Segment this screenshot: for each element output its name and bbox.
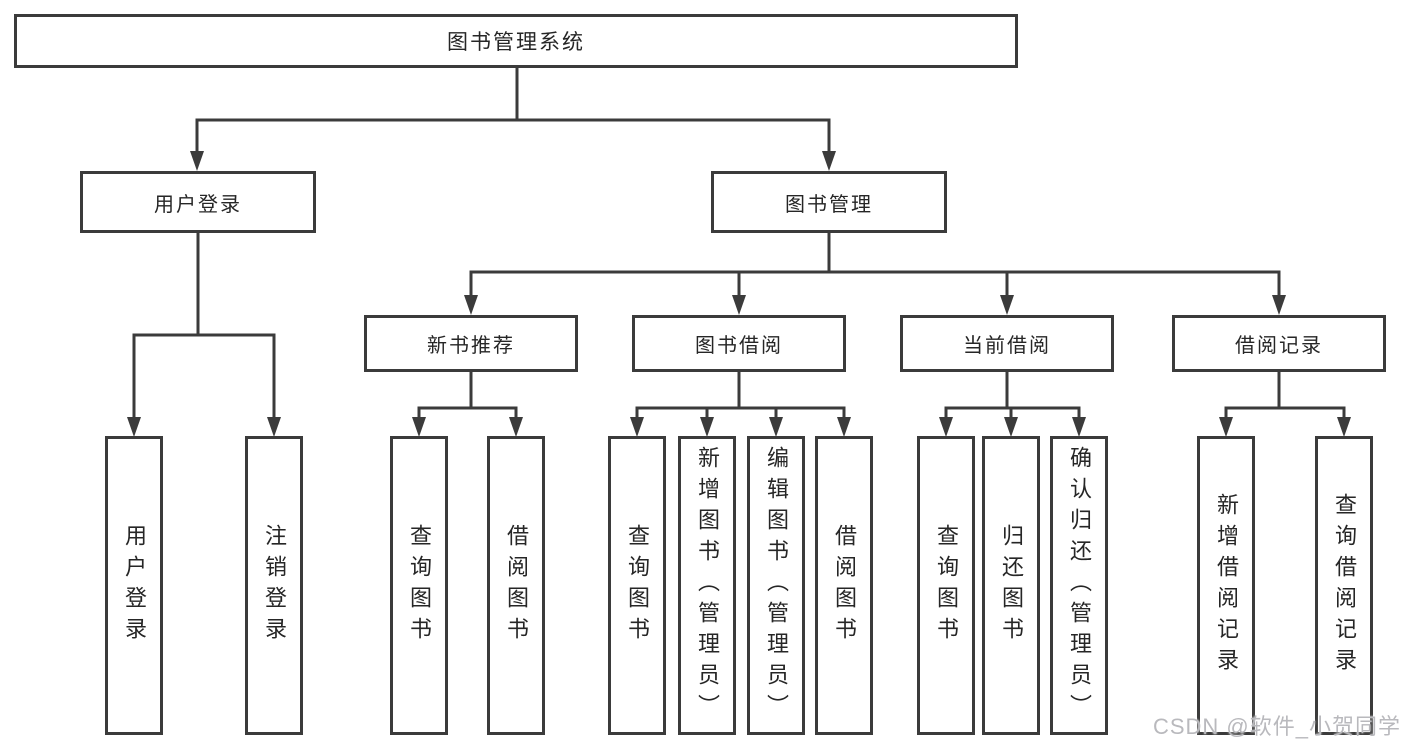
node-current-borrowing: 当前借阅 — [900, 315, 1114, 372]
node-book-borrowing-label: 图书借阅 — [695, 335, 783, 357]
leaf-add-books-admin-label: 新增图书（管理员） — [695, 446, 720, 725]
node-user-login-group-label: 用户登录 — [154, 193, 242, 216]
leaf-current-query-books-label: 查询图书 — [934, 523, 959, 648]
leaf-add-borrow-record-label: 新增借阅记录 — [1214, 492, 1239, 679]
leaf-confirm-return-admin-label: 确认归还（管理员） — [1067, 446, 1092, 725]
node-library-system: 图书管理系统 — [14, 14, 1018, 68]
node-library-system-label: 图书管理系统 — [447, 31, 585, 54]
leaf-borrow-books-label: 借阅图书 — [832, 523, 857, 648]
leaf-add-books-admin: 新增图书（管理员） — [678, 436, 736, 735]
leaf-confirm-return-admin: 确认归还（管理员） — [1050, 436, 1108, 735]
csdn-watermark: CSDN @软件_小贺同学 — [1152, 714, 1401, 739]
leaf-add-borrow-record: 新增借阅记录 — [1197, 436, 1255, 735]
leaf-recommend-borrow-books-label: 借阅图书 — [504, 523, 529, 648]
leaf-return-books: 归还图书 — [982, 436, 1040, 735]
leaf-edit-books-admin: 编辑图书（管理员） — [747, 436, 805, 735]
leaf-edit-books-admin-label: 编辑图书（管理员） — [764, 446, 789, 725]
node-user-login-group: 用户登录 — [80, 171, 316, 233]
node-new-book-recommend-label: 新书推荐 — [427, 335, 515, 357]
leaf-current-query-books: 查询图书 — [917, 436, 975, 735]
node-current-borrowing-label: 当前借阅 — [963, 335, 1051, 357]
leaf-user-login: 用户登录 — [105, 436, 163, 735]
node-book-management: 图书管理 — [711, 171, 947, 233]
leaf-return-books-label: 归还图书 — [999, 523, 1024, 648]
node-book-borrowing: 图书借阅 — [632, 315, 846, 372]
leaf-logout: 注销登录 — [245, 436, 303, 735]
node-book-management-label: 图书管理 — [785, 193, 873, 216]
leaf-logout-label: 注销登录 — [262, 523, 287, 648]
node-new-book-recommend: 新书推荐 — [364, 315, 578, 372]
leaf-recommend-query-books-label: 查询图书 — [407, 523, 432, 648]
leaf-borrow-books: 借阅图书 — [815, 436, 873, 735]
leaf-query-borrow-record: 查询借阅记录 — [1315, 436, 1373, 735]
leaf-recommend-borrow-books: 借阅图书 — [487, 436, 545, 735]
leaf-query-borrow-record-label: 查询借阅记录 — [1332, 492, 1357, 679]
leaf-borrowing-query-books: 查询图书 — [608, 436, 666, 735]
node-borrowing-records-label: 借阅记录 — [1235, 335, 1323, 357]
node-borrowing-records: 借阅记录 — [1172, 315, 1386, 372]
leaf-borrowing-query-books-label: 查询图书 — [625, 523, 650, 648]
leaf-recommend-query-books: 查询图书 — [390, 436, 448, 735]
leaf-user-login-label: 用户登录 — [122, 523, 147, 648]
